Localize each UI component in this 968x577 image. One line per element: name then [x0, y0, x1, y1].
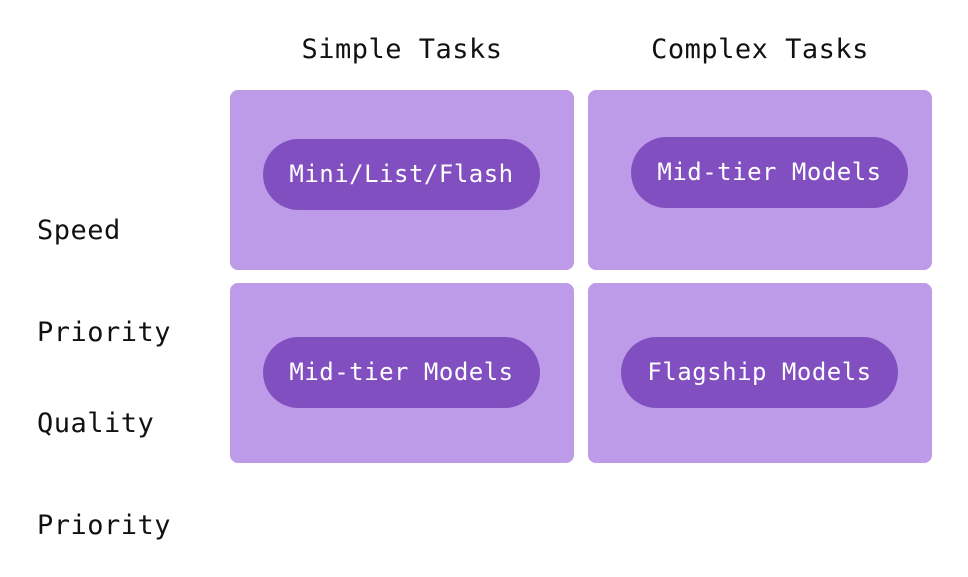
row-header-quality-line2: Priority: [37, 510, 172, 541]
row-header-speed-line1: Speed: [37, 215, 121, 246]
pill-speed-simple: Mini/List/Flash: [263, 139, 540, 210]
row-header-speed-priority: Speed Priority: [37, 146, 171, 384]
pill-speed-complex: Mid-tier Models: [631, 137, 908, 208]
cell-speed-simple: Mini/List/Flash: [230, 90, 574, 270]
pill-quality-complex: Flagship Models: [621, 337, 898, 408]
row-header-quality-line1: Quality: [37, 408, 155, 439]
column-header-complex-tasks: Complex Tasks: [651, 34, 869, 65]
cell-quality-simple: Mid-tier Models: [230, 283, 574, 463]
row-header-speed-line2: Priority: [37, 317, 172, 348]
pill-quality-simple: Mid-tier Models: [263, 337, 540, 408]
column-header-simple-tasks: Simple Tasks: [301, 34, 503, 65]
row-header-quality-priority: Quality Priority: [37, 339, 171, 577]
cell-speed-complex: Mid-tier Models: [588, 90, 932, 270]
cell-quality-complex: Flagship Models: [588, 283, 932, 463]
